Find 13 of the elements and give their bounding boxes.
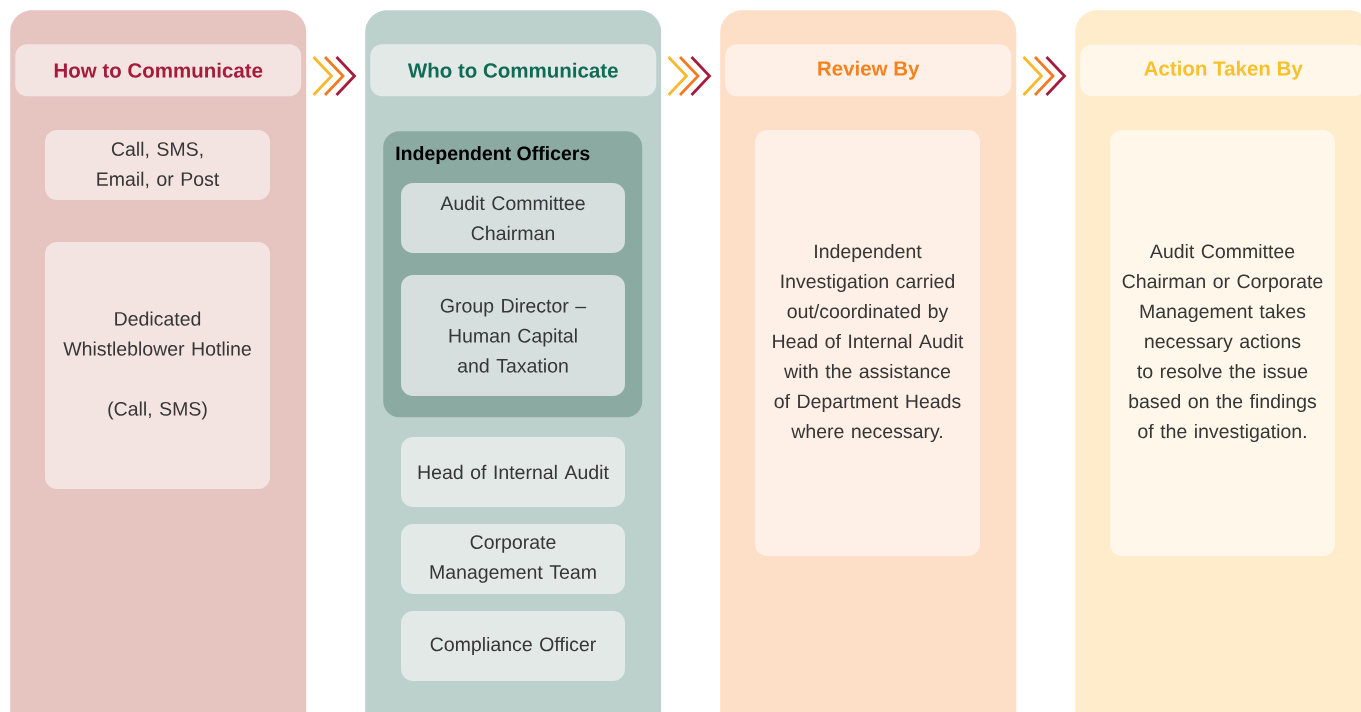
- text-box: Audit Committee Chairman: [401, 183, 625, 253]
- heading-pill: Action Taken By: [1080, 44, 1361, 97]
- text-box: Corporate Management Team: [401, 524, 625, 594]
- heading-pill: How to Communicate: [15, 44, 302, 97]
- text-box: Audit Committee Chairman or Corporate Management takes necessary actions to resolve the issue based on the findings of the investigation.: [1110, 130, 1335, 556]
- heading-pill: Review By: [725, 44, 1012, 97]
- text-box: Call, SMS, Email, or Post: [45, 130, 270, 200]
- text-box: Group Director – Human Capital and Taxation: [401, 275, 625, 396]
- text-box: Compliance Officer: [401, 611, 625, 681]
- text-box: Independent Investigation carried out/coordinated by Head of Internal Audit with the assistance of Department Heads where necessary.: [755, 130, 980, 556]
- text-box: Head of Internal Audit: [401, 437, 625, 507]
- text-box: Dedicated Whistleblower Hotline (Call, SMS): [45, 242, 270, 489]
- heading-pill: Who to Communicate: [370, 44, 657, 97]
